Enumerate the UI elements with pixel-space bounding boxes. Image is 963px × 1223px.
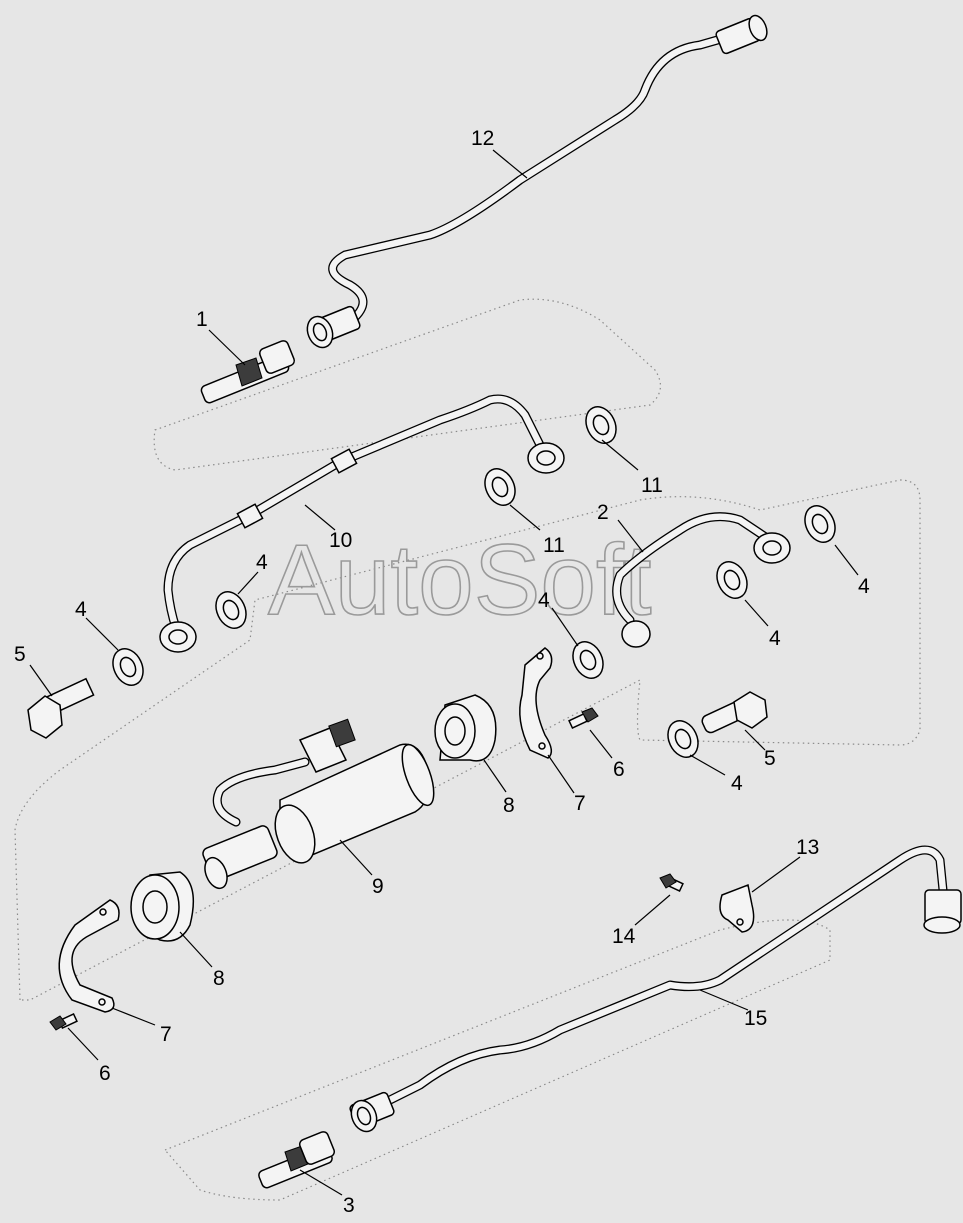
part-13-clip: [719, 883, 755, 933]
callout-3: 3: [343, 1194, 355, 1217]
washer-4-lower-right: [667, 720, 699, 758]
callout-7-left: 7: [160, 1023, 172, 1046]
callout-5-left: 5: [14, 643, 26, 666]
part-9-fuel-pump: [202, 718, 435, 890]
callout-14: 14: [612, 925, 636, 948]
callout-4-left: 4: [75, 598, 87, 621]
part-8-bushing-left: [130, 871, 195, 942]
callout-15: 15: [744, 1007, 767, 1030]
part-7-bracket-center: [519, 647, 553, 759]
callout-4-far-right: 4: [858, 575, 870, 598]
part-2-right-fuel-line: [612, 512, 791, 648]
leader-lines: [29, 149, 859, 1196]
callout-8-left: 8: [213, 967, 225, 990]
washer-4-left: [112, 648, 144, 686]
watermark-text: AutoSoft: [268, 524, 652, 636]
part-3-fitting: [258, 1131, 336, 1189]
callout-7-center: 7: [574, 792, 586, 815]
washer-11-lower: [484, 468, 516, 506]
callout-4-lower-right: 4: [731, 772, 743, 795]
callout-11-lower: 11: [543, 534, 565, 557]
callout-6-center: 6: [613, 758, 625, 781]
washer-11-upper: [585, 406, 617, 444]
callout-2: 2: [597, 501, 609, 524]
callout-11-upper: 11: [641, 474, 663, 497]
part-1-fitting: [200, 340, 296, 404]
part-14-screw: [659, 873, 684, 893]
callout-4-mid-left: 4: [256, 551, 268, 574]
washers: [112, 406, 836, 758]
callout-numbers: 1 2 3 4 4 4 4 4 4 5 5 6 6 7 7 8 8 9 10 1…: [14, 127, 870, 1217]
part-7-bracket-left: [58, 899, 120, 1013]
callout-6-left: 6: [99, 1062, 111, 1085]
part-10-middle-fuel-line: [159, 394, 565, 653]
part-5-bolt-left: [27, 677, 95, 739]
callout-10: 10: [329, 529, 352, 552]
washer-4-center: [572, 641, 604, 679]
callout-12: 12: [471, 127, 494, 150]
washer-4-far-right: [804, 505, 836, 543]
dotted-group-outlines: [14, 298, 921, 1201]
washer-4-right-mid: [716, 561, 748, 599]
washer-4-mid-left: [215, 591, 247, 629]
callout-1: 1: [196, 308, 208, 331]
callout-4-center: 4: [538, 589, 550, 612]
part-8-bushing-right: [434, 694, 497, 762]
callout-4-right-mid: 4: [769, 627, 781, 650]
callout-9: 9: [372, 875, 384, 898]
callout-5-right: 5: [764, 747, 776, 770]
part-12-upper-fuel-line: [306, 14, 768, 349]
callout-8-right: 8: [503, 794, 515, 817]
part-6-screw-left: [49, 1012, 78, 1031]
part-5-bolt-right: [701, 691, 768, 734]
callout-13: 13: [796, 836, 819, 859]
part-6-screw-center: [568, 707, 599, 730]
part-15-lower-fuel-line: [349, 845, 962, 1133]
